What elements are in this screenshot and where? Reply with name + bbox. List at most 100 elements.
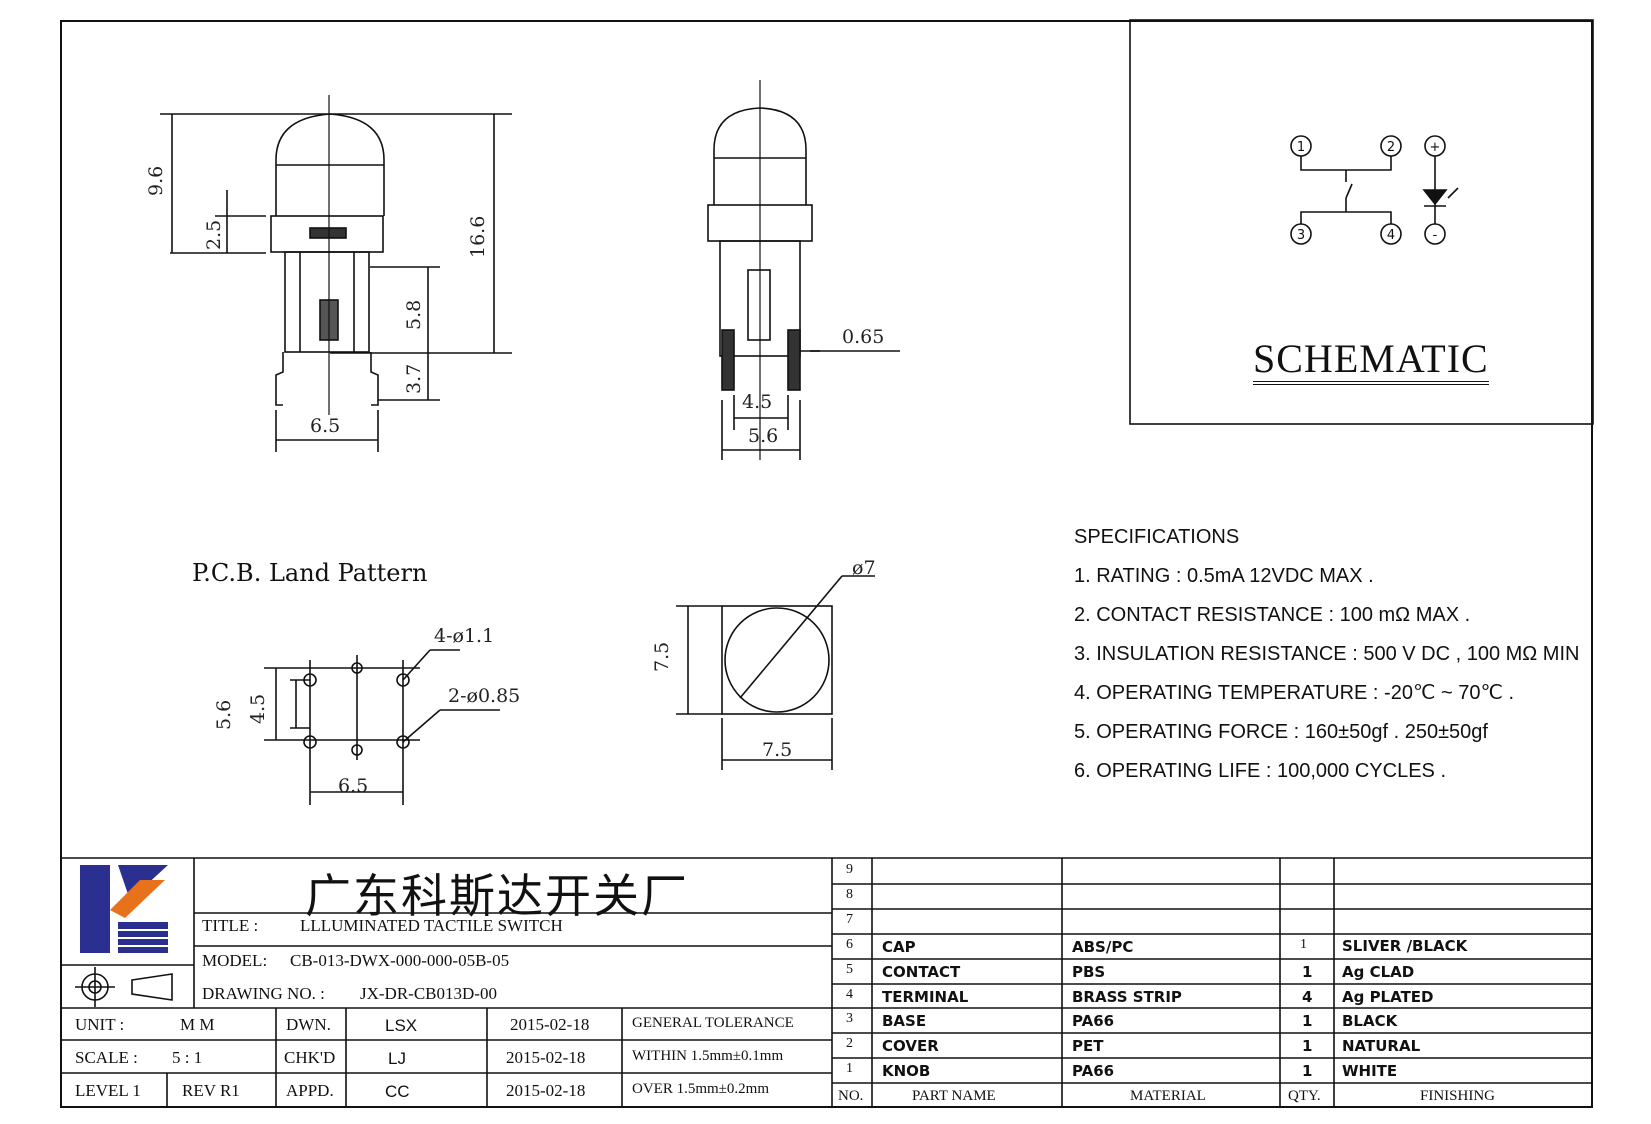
- company-logo: [80, 865, 168, 953]
- appd-label: APPD.: [286, 1081, 334, 1100]
- bom-finishing: SLIVER /BLACK: [1342, 937, 1468, 955]
- scale-value: 5 : 1: [172, 1048, 203, 1067]
- bom-finishing: Ag CLAD: [1342, 963, 1415, 981]
- spec-item: 3. INSULATION RESISTANCE : 500 V DC , 10…: [1074, 643, 1580, 665]
- projection-symbol-icon: [75, 967, 173, 1007]
- tolerance-over: OVER 1.5mm±0.2mm: [632, 1081, 769, 1097]
- bom-qty: 1: [1302, 1062, 1313, 1080]
- dim-6-5-front: 6.5: [310, 415, 340, 437]
- chkd-name: LJ: [388, 1049, 406, 1068]
- bom-material: PET: [1072, 1037, 1104, 1055]
- bom-no: 7: [846, 912, 853, 927]
- bom-no: 8: [846, 887, 853, 902]
- bom-part: KNOB: [882, 1062, 931, 1080]
- spec-item: 6. OPERATING LIFE : 100,000 CYCLES .: [1074, 760, 1447, 782]
- title-value: LLLUMINATED TACTILE SWITCH: [300, 916, 563, 935]
- dim-2-5: 2.5: [203, 220, 225, 250]
- bom-no: 4: [846, 987, 853, 1002]
- title-block-grid: [60, 857, 1593, 1108]
- dim-16-6: 16.6: [467, 216, 489, 258]
- bom-material: ABS/PC: [1072, 938, 1134, 956]
- dwn-name: LSX: [385, 1016, 418, 1035]
- specs-heading: SPECIFICATIONS: [1074, 526, 1240, 548]
- model-label: MODEL:: [202, 951, 268, 970]
- bom-finishing: WHITE: [1342, 1062, 1398, 1080]
- dim-pcb-5-6: 5.6: [213, 700, 235, 730]
- drawing-no-label: DRAWING NO. :: [202, 984, 325, 1003]
- dim-top-7-5-h: 7.5: [762, 739, 792, 761]
- dim-9-6: 9.6: [145, 166, 167, 196]
- bom-part: BASE: [882, 1012, 927, 1030]
- bom-finishing: Ag PLATED: [1342, 988, 1434, 1006]
- dim-pcb-6-5: 6.5: [338, 775, 368, 797]
- bom-no: 9: [846, 862, 853, 877]
- bom-qty: 1: [1300, 937, 1307, 952]
- bom-qty: 1: [1302, 1037, 1313, 1055]
- bom-no: 6: [846, 937, 853, 952]
- pin-1-label: 1: [1297, 140, 1305, 155]
- dim-0-65: 0.65: [842, 326, 884, 348]
- spec-item: 2. CONTACT RESISTANCE : 100 mΩ MAX .: [1074, 604, 1471, 626]
- appd-name: CC: [385, 1082, 410, 1101]
- level-label: LEVEL 1: [75, 1081, 141, 1100]
- dim-4-5-side: 4.5: [742, 391, 772, 413]
- dim-top-d7: ø7: [852, 557, 876, 579]
- dim-5-8: 5.8: [403, 300, 425, 330]
- scale-label: SCALE :: [75, 1048, 138, 1067]
- schematic-symbol: [1290, 135, 1459, 245]
- schematic-title: SCHEMATIC: [1253, 337, 1489, 385]
- front-view: [160, 95, 512, 452]
- pin-2-label: 2: [1387, 140, 1395, 155]
- dim-3-7: 3.7: [403, 364, 425, 394]
- specifications: SPECIFICATIONS 1. RATING : 0.5mA 12VDC M…: [1074, 518, 1579, 791]
- bom-material: BRASS STRIP: [1072, 988, 1182, 1006]
- spec-item: 4. OPERATING TEMPERATURE : -20℃ ~ 70℃ .: [1074, 682, 1515, 704]
- appd-date: 2015-02-18: [506, 1081, 586, 1100]
- bom-material: PBS: [1072, 963, 1106, 981]
- spec-item: 5. OPERATING FORCE : 160±50gf . 250±50gf: [1074, 721, 1488, 743]
- pin-3-label: 3: [1297, 228, 1305, 243]
- dim-5-6-side: 5.6: [748, 425, 778, 447]
- bom-no: 3: [846, 1011, 853, 1026]
- dim-pcb-hole-2: 2-ø0.85: [448, 685, 520, 707]
- bom-no: 1: [846, 1061, 853, 1076]
- side-view: [707, 80, 900, 460]
- dim-pcb-4-5: 4.5: [247, 694, 269, 724]
- drawing-no-value: JX-DR-CB013D-00: [360, 984, 497, 1003]
- model-value: CB-013-DWX-000-000-05B-05: [290, 951, 510, 970]
- pcb-pattern: [264, 649, 500, 805]
- bom-material: PA66: [1072, 1012, 1115, 1030]
- chkd-date: 2015-02-18: [506, 1048, 586, 1067]
- bom-material: PA66: [1072, 1062, 1115, 1080]
- bom-header-qty: QTY.: [1288, 1088, 1321, 1104]
- bom-no: 5: [846, 962, 853, 977]
- bom-qty: 1: [1302, 1012, 1313, 1030]
- bom-header-no: NO.: [838, 1088, 864, 1104]
- bom-finishing: BLACK: [1342, 1012, 1398, 1030]
- drawing-frame: [60, 20, 1593, 1108]
- dim-pcb-hole-1: 4-ø1.1: [434, 625, 494, 647]
- unit-value: M M: [180, 1015, 215, 1034]
- bom-header-part-name: PART NAME: [912, 1088, 996, 1104]
- bom-part: CAP: [882, 938, 916, 956]
- bom-qty: 1: [1302, 963, 1313, 981]
- bom-part: CONTACT: [882, 963, 961, 981]
- pcb-pattern-title: P.C.B. Land Pattern: [192, 559, 428, 587]
- chkd-label: CHK'D: [284, 1048, 336, 1067]
- tolerance-within: WITHIN 1.5mm±0.1mm: [632, 1048, 784, 1064]
- pin-minus-label: -: [1433, 228, 1438, 243]
- bom-part: COVER: [882, 1037, 939, 1055]
- bom-finishing: NATURAL: [1342, 1037, 1421, 1055]
- pin-4-label: 4: [1387, 228, 1395, 243]
- dwn-date: 2015-02-18: [510, 1015, 590, 1034]
- dim-top-7-5-v: 7.5: [651, 642, 673, 672]
- dwn-label: DWN.: [286, 1015, 331, 1034]
- tolerance-label: GENERAL TOLERANCE: [632, 1015, 794, 1031]
- unit-label: UNIT :: [75, 1015, 125, 1034]
- bom-header-finishing: FINISHING: [1420, 1088, 1495, 1104]
- company-name: 广东科斯达开关厂: [305, 869, 689, 923]
- bom-part: TERMINAL: [882, 988, 969, 1006]
- spec-item: 1. RATING : 0.5mA 12VDC MAX .: [1074, 565, 1374, 587]
- rev-label: REV R1: [182, 1081, 240, 1100]
